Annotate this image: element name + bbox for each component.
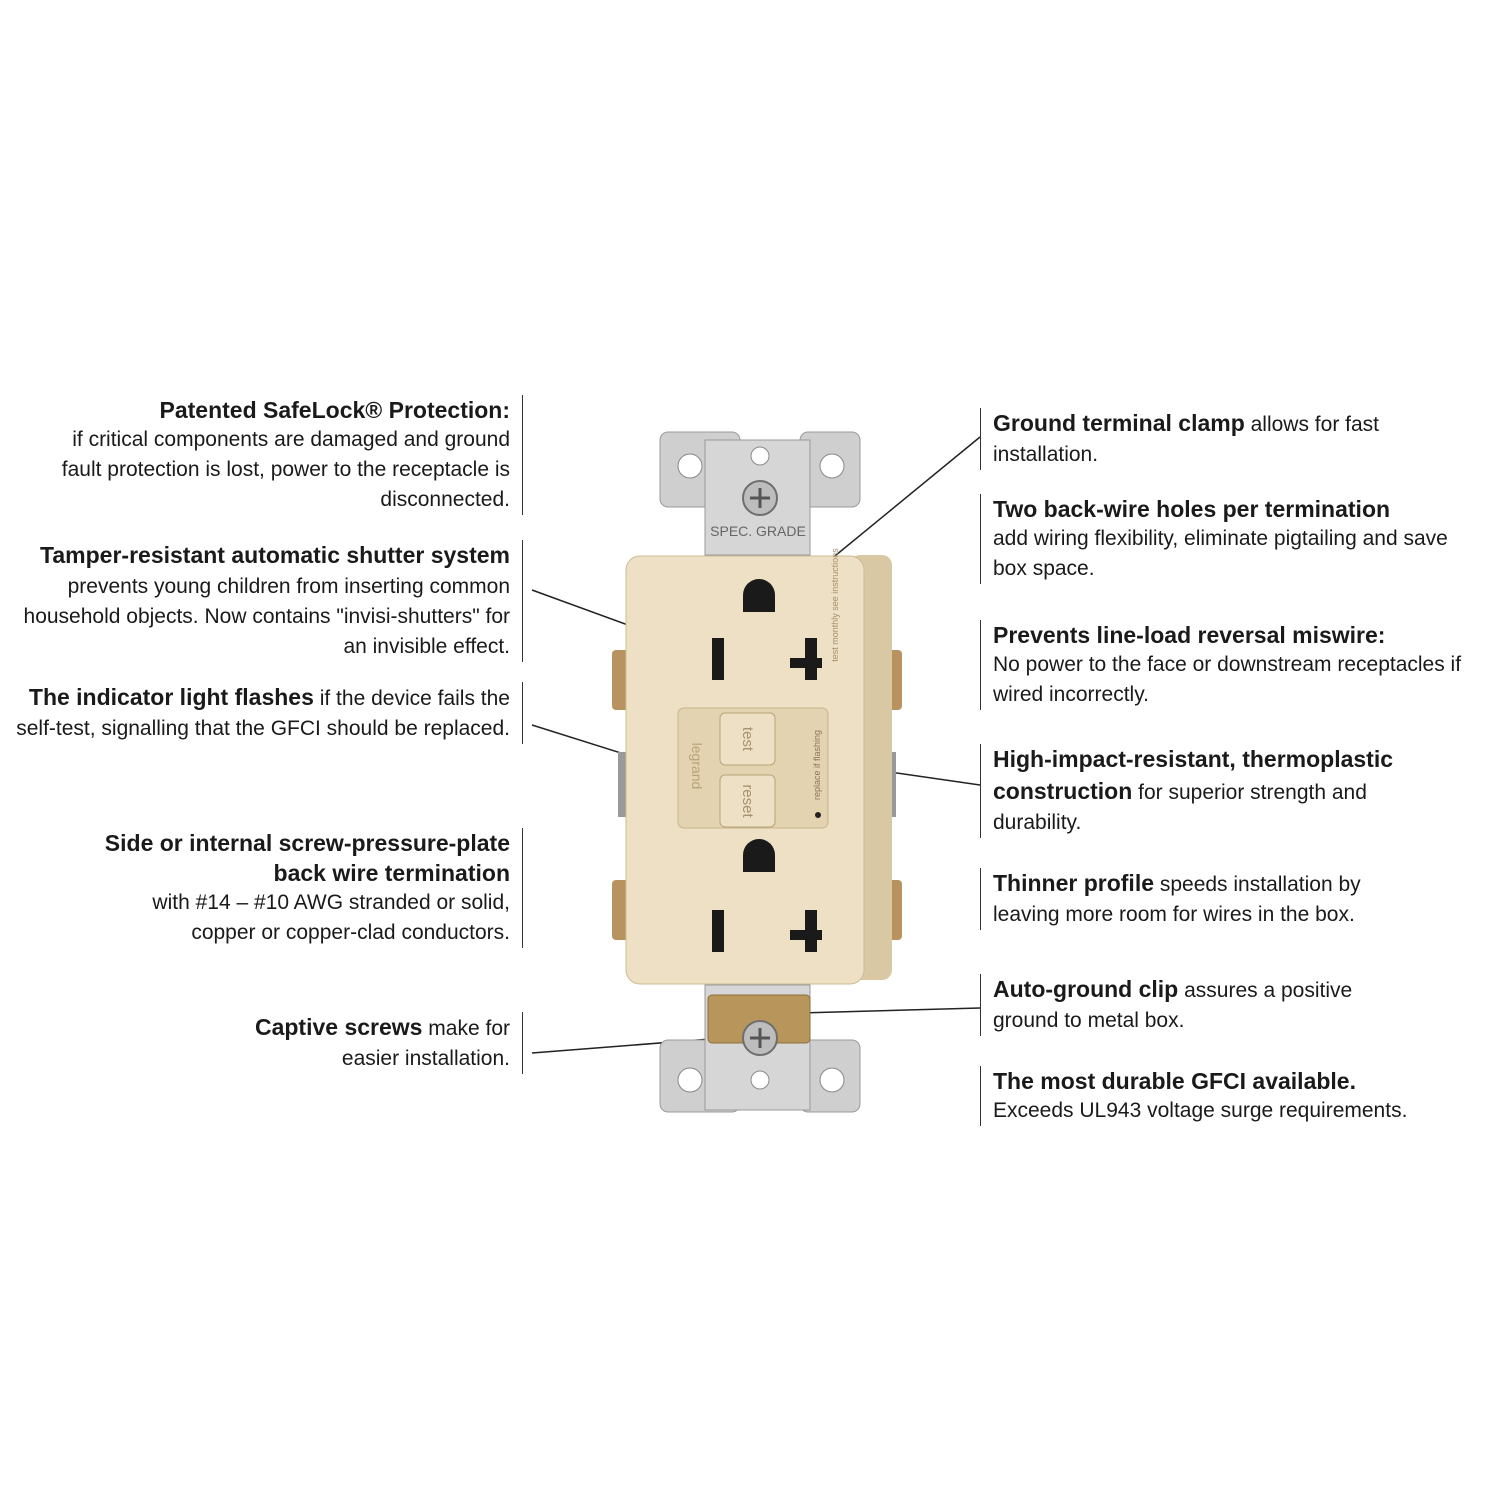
callout-miswire-body: No power to the face or downstream recep…: [993, 653, 1462, 706]
callout-safelock-body: if critical components are damaged and g…: [61, 428, 510, 511]
top-mounting-strap: SPEC. GRADE: [659, 431, 861, 556]
callout-safelock: Patented SafeLock® Protection: if critic…: [40, 395, 523, 515]
callout-indicator-body: if the device fails the self-test, signa…: [16, 687, 510, 740]
brand-label: legrand: [689, 743, 705, 790]
callout-back-wire-holes-body: add wiring flexibility, eliminate pigtai…: [993, 527, 1448, 580]
callout-safelock-head: Patented SafeLock® Protection:: [159, 397, 510, 423]
callout-thinner-profile: Thinner profile speeds installation by l…: [980, 868, 1423, 930]
hot-slot-lower-h: [790, 930, 822, 940]
test-reset-panel: test reset legrand replace if flashing: [677, 707, 829, 829]
callout-tamper-head: Tamper-resistant automatic shutter syste…: [40, 542, 510, 568]
strap-hole-bottom-right: [819, 1067, 845, 1093]
strap-label: SPEC. GRADE: [710, 523, 806, 539]
strap-hole-left: [677, 453, 703, 479]
ground-hole-lower: [743, 839, 775, 872]
callout-thermoplastic-body: for superior strength and durability.: [993, 781, 1367, 834]
indicator-light: [815, 812, 821, 818]
callout-thinner-profile-body: speeds installation by leaving more room…: [993, 873, 1361, 926]
callout-back-wire-body: with #14 – #10 AWG stranded or solid, co…: [152, 891, 510, 944]
callout-miswire: Prevents line-load reversal miswire: No …: [980, 620, 1488, 710]
callout-captive-screws-head: Captive screws: [254, 1014, 423, 1040]
callout-thermoplastic: High-impact-resistant, thermoplastic con…: [980, 744, 1413, 838]
callout-thermoplastic-head: High-impact-resistant, thermoplastic con…: [993, 746, 1394, 804]
callout-auto-ground-body: assures a positive ground to metal box.: [993, 979, 1353, 1032]
hot-slot-upper-h: [790, 658, 822, 668]
strap-hole-top: [750, 446, 770, 466]
ground-hole-upper: [743, 579, 775, 612]
callout-back-wire-head: Side or internal screw-pressure-plate ba…: [104, 830, 510, 886]
callout-auto-ground-head: Auto-ground clip: [993, 976, 1179, 1002]
callout-ground-clamp-body: allows for fast installation.: [993, 413, 1379, 466]
neutral-slot-upper: [712, 638, 724, 680]
callout-most-durable-body: Exceeds UL943 voltage surge requirements…: [993, 1099, 1408, 1122]
reset-button[interactable]: [719, 774, 776, 828]
callout-back-wire-holes-head: Two back-wire holes per termination: [993, 496, 1391, 522]
lower-outlet: [712, 839, 822, 952]
callout-tamper-body: prevents young children from inserting c…: [23, 575, 510, 658]
callout-auto-ground: Auto-ground clip assures a positive grou…: [980, 974, 1413, 1036]
callout-miswire-head: Prevents line-load reversal miswire:: [993, 622, 1386, 648]
callout-ground-clamp: Ground terminal clamp allows for fast in…: [980, 408, 1413, 470]
callout-back-wire-holes: Two back-wire holes per termination add …: [980, 494, 1473, 584]
test-label: test: [739, 727, 756, 752]
upper-outlet: [712, 579, 822, 680]
test-button[interactable]: [719, 712, 776, 766]
callout-ground-clamp-head: Ground terminal clamp: [993, 410, 1245, 436]
side-label: test monthly see instructions: [830, 548, 840, 662]
leader-auto-ground: [799, 1007, 981, 1014]
callout-captive-screws-body: make for easier installation.: [341, 1017, 510, 1070]
leader-ground-clamp: [829, 436, 981, 561]
callout-back-wire: Side or internal screw-pressure-plate ba…: [100, 828, 523, 948]
callout-indicator-head: The indicator light flashes: [28, 684, 314, 710]
neutral-slot-lower: [712, 910, 724, 952]
callout-most-durable-head: The most durable GFCI available.: [993, 1068, 1356, 1094]
indicator-label: replace if flashing: [812, 730, 822, 800]
bottom-mounting-strap: [659, 984, 861, 1113]
strap-hole-right: [819, 453, 845, 479]
callout-captive-screws: Captive screws make for easier installat…: [240, 1012, 523, 1074]
callout-most-durable: The most durable GFCI available. Exceeds…: [980, 1066, 1473, 1126]
callout-tamper: Tamper-resistant automatic shutter syste…: [10, 540, 523, 662]
strap-hole-bottom: [750, 1070, 770, 1090]
callout-thinner-profile-head: Thinner profile: [993, 870, 1154, 896]
strap-hole-bottom-left: [677, 1067, 703, 1093]
callout-indicator: The indicator light flashes if the devic…: [10, 682, 523, 744]
reset-label: reset: [739, 784, 756, 818]
